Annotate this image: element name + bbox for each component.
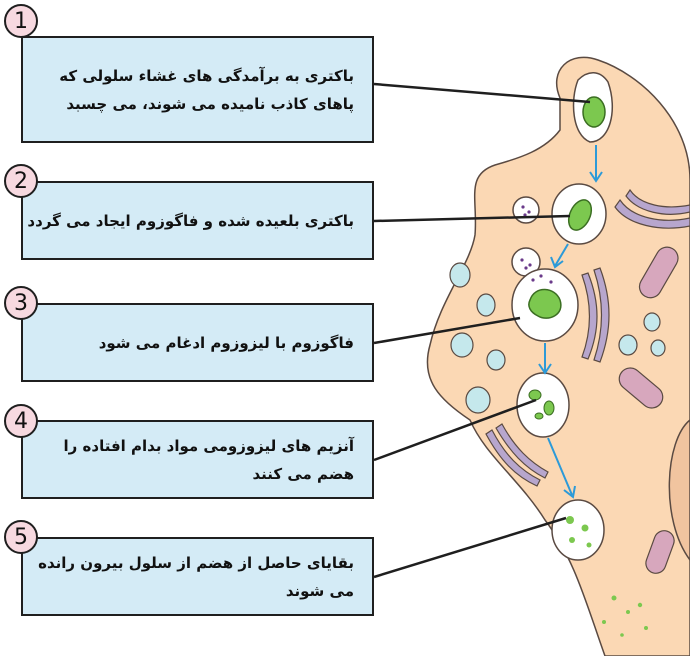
step-3-number: 3 <box>4 286 38 320</box>
step-1-box: باکتری به برآمدگی های غشاء سلولی که پاها… <box>21 36 374 143</box>
step-5-number: 5 <box>4 520 38 554</box>
bacterium-3 <box>529 289 561 318</box>
residual-body <box>552 500 604 560</box>
step-2-number: 2 <box>4 164 38 198</box>
step-5-line-2: می شوند <box>38 577 354 605</box>
step-3-box: فاگوزوم با لیزوزوم ادغام می شود <box>21 303 374 382</box>
step-1-number: 1 <box>4 4 38 38</box>
step-5-line-1: بقایای حاصل از هضم از سلول بیرون رانده <box>38 549 354 577</box>
step-1-line-1: باکتری به برآمدگی های غشاء سلولی که <box>59 62 354 90</box>
step-4-line-1: آنزیم های لیزوزومی مواد بدام افتاده را <box>64 432 354 460</box>
step-3-line-1: فاگوزوم با لیزوزوم ادغام می شود <box>99 329 354 357</box>
step-4-line-2: هضم می کنند <box>64 460 354 488</box>
lysosome-1 <box>513 197 539 223</box>
step-2-box: باکتری بلعیده شده و فاگوزوم ایجاد می گرد… <box>21 181 374 260</box>
step-4-number: 4 <box>4 404 38 438</box>
step-2-line-1: باکتری بلعیده شده و فاگوزوم ایجاد می گرد… <box>27 207 354 235</box>
step-5-box: بقایای حاصل از هضم از سلول بیرون رانده م… <box>21 537 374 616</box>
step-4-box: آنزیم های لیزوزومی مواد بدام افتاده را ه… <box>21 420 374 499</box>
step-1-line-2: پاهای کاذب نامیده می شوند، می چسبد <box>59 90 354 118</box>
